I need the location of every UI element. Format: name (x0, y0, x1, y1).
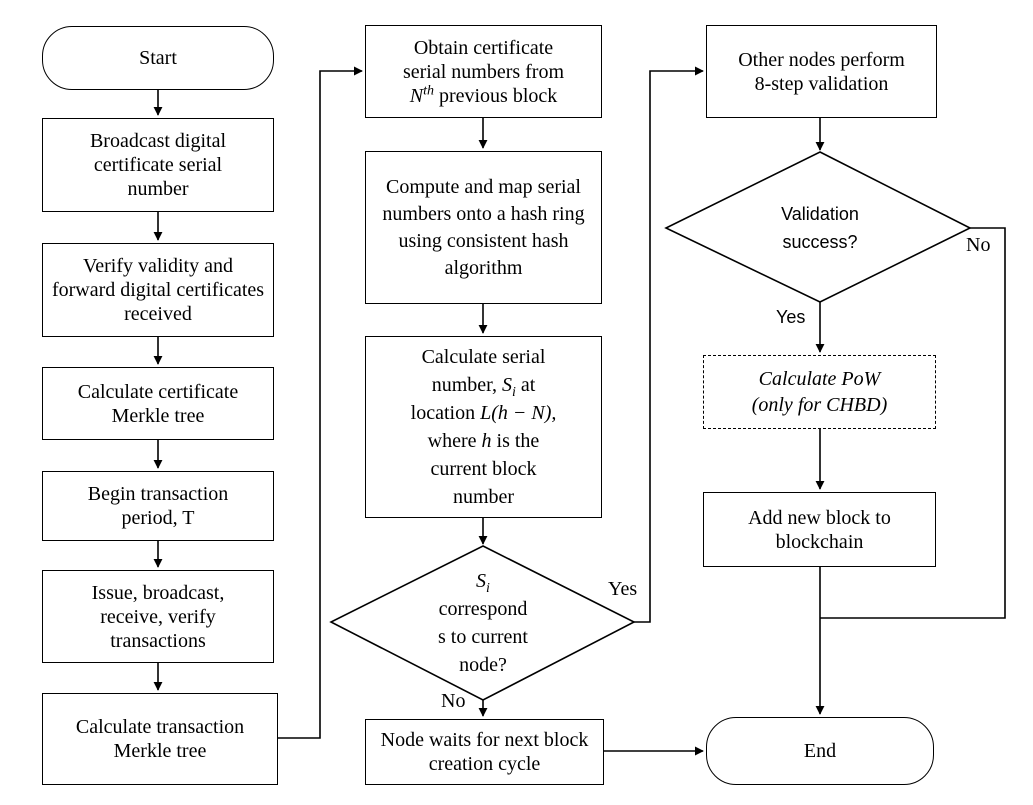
start-terminal: Start (42, 26, 274, 90)
arrow-decision-yes-to-validate (634, 66, 704, 623)
calc-line6: number (452, 486, 515, 508)
pow-box: Calculate PoW (only for CHBD) (703, 355, 936, 429)
end-terminal: End (706, 717, 934, 785)
edge-label-yes-validation: Yes (776, 307, 806, 327)
calc-line3-pre: location (410, 402, 481, 424)
calc-line5: current block (430, 458, 537, 480)
decision-serial-text: Si correspond s to current node? (405, 563, 561, 683)
obtain-line2: serial numbers from (402, 60, 565, 83)
calc-line1: Calculate serial (421, 346, 546, 368)
pow-line1: Calculate PoW (758, 368, 881, 390)
calc-s: S (501, 374, 512, 396)
broadcast-box: Broadcast digital certificate serial num… (42, 118, 274, 212)
decision-line3: s to current (438, 626, 528, 648)
compute-box: Compute and map serial numbers onto a ha… (365, 151, 602, 304)
decision-validation-text: Validation success? (740, 198, 900, 258)
calc-serial-box: Calculate serial number, Si at location … (365, 336, 602, 518)
calc-line4-post: is the (491, 430, 540, 452)
add-block-box: Add new block to blockchain (703, 492, 936, 567)
obtain-line3-rest: previous block (433, 84, 558, 107)
obtain-th: th (423, 82, 434, 98)
edge-label-yes-serial: Yes (608, 578, 638, 600)
tx-merkle-label: Calculate transaction Merkle tree (75, 716, 245, 762)
arrow-txmerkle-to-obtain (278, 66, 363, 739)
issue-label: Issue, broadcast, receive, verify transa… (91, 581, 225, 652)
obtain-line3: Nth previous block (409, 82, 558, 108)
decision-diamond-serial (329, 545, 636, 701)
edge-label-no-serial: No (441, 690, 466, 712)
obtain-box: Obtain certificate serial numbers from N… (365, 25, 602, 118)
validate-label: Other nodes perform 8-step validation (738, 48, 905, 95)
begin-period-label: Begin transaction period, T (87, 483, 229, 529)
obtain-n: N (409, 84, 424, 107)
calc-line4: where h is the (428, 427, 540, 455)
calc-line2-pre: number, (431, 374, 502, 396)
tx-merkle-box: Calculate transaction Merkle tree (42, 693, 278, 785)
decision-i: i (486, 581, 490, 596)
validate-box: Other nodes perform 8-step validation (706, 25, 937, 118)
obtain-line1: Obtain certificate (413, 36, 554, 59)
decision-line4: node? (459, 654, 507, 676)
decision-serial-s: Si (476, 567, 490, 596)
arrow-decision-no-to-end (820, 227, 1006, 619)
calc-line2: number, Si at (431, 371, 536, 400)
cert-merkle-box: Calculate certificate Merkle tree (42, 367, 274, 440)
calc-i: i (511, 385, 516, 400)
begin-period-box: Begin transaction period, T (42, 471, 274, 541)
cert-merkle-label: Calculate certificate Merkle tree (77, 380, 239, 427)
issue-box: Issue, broadcast, receive, verify transa… (42, 570, 274, 663)
calc-h: h (481, 430, 492, 452)
verify-label: Verify validity and forward digital cert… (51, 255, 265, 325)
decision-diamond-validation (664, 151, 972, 303)
start-label: Start (139, 47, 177, 69)
decision-validation-line2: success? (782, 232, 858, 252)
wait-label: Node waits for next block creation cycle (380, 729, 589, 775)
calc-line2-post: at (515, 374, 536, 396)
calc-location: L(h − N), (480, 402, 557, 424)
compute-label: Compute and map serial numbers onto a ha… (382, 175, 585, 279)
edge-label-no-validation: No (966, 234, 991, 256)
decision-validation-line1: Validation (781, 204, 859, 224)
end-label: End (803, 740, 837, 762)
wait-box: Node waits for next block creation cycle (365, 719, 604, 785)
calc-line3: location L(h − N), (411, 399, 557, 427)
pow-line2: (only for CHBD) (751, 394, 888, 416)
add-block-label: Add new block to blockchain (748, 506, 891, 553)
verify-box: Verify validity and forward digital cert… (42, 243, 274, 337)
decision-s: S (476, 570, 487, 592)
calc-line4-pre: where (427, 430, 482, 452)
broadcast-label: Broadcast digital certificate serial num… (89, 130, 227, 200)
decision-line2: correspond (438, 598, 528, 620)
